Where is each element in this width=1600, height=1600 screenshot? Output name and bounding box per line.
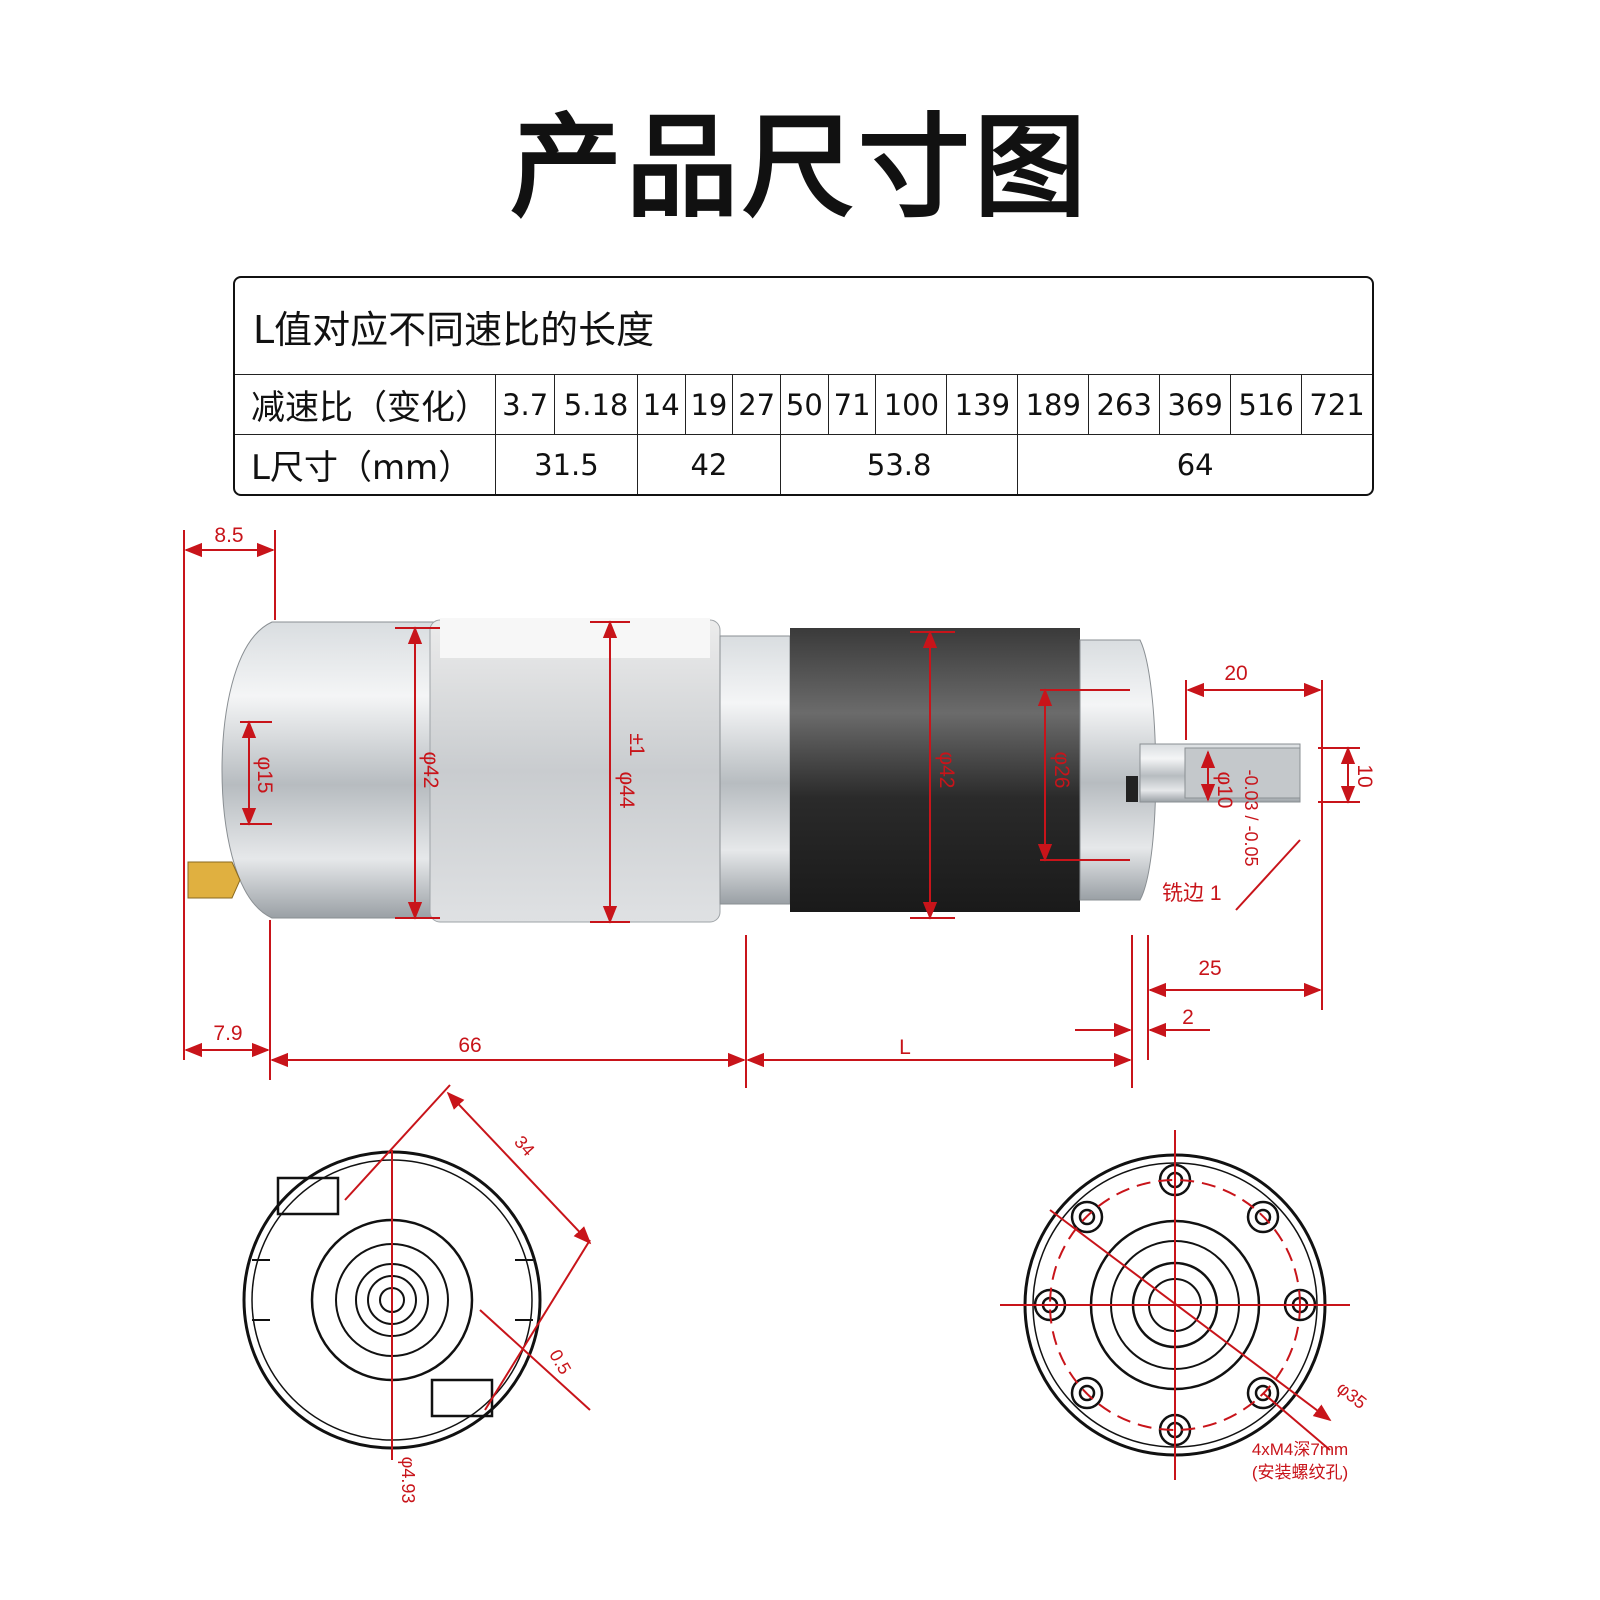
length-cell: 42 xyxy=(636,434,782,494)
dim-front-pcd: φ35 xyxy=(1333,1378,1370,1413)
front-view-labels: φ35 4xM4深7mm (安装螺纹孔) xyxy=(1252,1378,1371,1482)
motor-side-view xyxy=(187,618,1301,923)
ratio-cell: 263 xyxy=(1088,373,1161,436)
rear-view-dims xyxy=(344,1084,592,1460)
dim-motor-dia: φ42 xyxy=(419,752,442,789)
page-title: 产品尺寸图 xyxy=(510,103,1090,233)
dim-20: 20 xyxy=(1224,662,1247,685)
dim-end-cap-dia: φ15 xyxy=(253,757,276,794)
dim-bore: φ4.93 xyxy=(398,1457,418,1504)
ratio-cell: 516 xyxy=(1230,373,1303,436)
length-row-label: L尺寸（mm） xyxy=(235,434,496,494)
dim-l: L xyxy=(899,1036,911,1059)
ratio-cell: 19 xyxy=(684,373,734,436)
dim-7-9: 7.9 xyxy=(213,1022,242,1045)
thread-note-sub: (安装螺纹孔) xyxy=(1252,1463,1348,1482)
dim-tol: ±1 xyxy=(625,733,648,756)
dim-25: 25 xyxy=(1198,957,1221,980)
dim-66: 66 xyxy=(458,1034,481,1057)
dim-8-5: 8.5 xyxy=(214,524,243,547)
table-heading: L值对应不同速比的长度 xyxy=(235,278,1372,375)
dim-boss-dia: φ26 xyxy=(1050,752,1073,789)
ratio-cell: 721 xyxy=(1301,373,1372,436)
dim-shaft-dia: φ10 xyxy=(1213,772,1236,809)
dim-shaft-tol-upper: -0.03 / -0.05 xyxy=(1241,769,1261,866)
dimension-labels: 8.5 7.9 66 L 25 20 2 铣边 1 φ42 ±1 φ44 φ42… xyxy=(213,524,1376,1059)
thread-note: 4xM4深7mm xyxy=(1252,1440,1348,1459)
ratio-cell: 5.18 xyxy=(554,373,638,436)
length-cell: 31.5 xyxy=(495,434,638,494)
dim-gear-dia: φ42 xyxy=(935,752,958,789)
dim-34: 34 xyxy=(510,1132,538,1160)
dim-flat-width: 10 xyxy=(1353,764,1376,787)
ratio-cell: 369 xyxy=(1159,373,1232,436)
dim-2: 2 xyxy=(1182,1006,1194,1029)
length-cell: 64 xyxy=(1017,434,1372,494)
dimension-lines xyxy=(183,530,1360,1088)
flat-note: 铣边 1 xyxy=(1162,882,1222,905)
ratio-cell: 50 xyxy=(780,373,829,436)
length-cell: 53.8 xyxy=(780,434,1019,494)
ratio-cell: 14 xyxy=(636,373,686,436)
front-view-dims xyxy=(1000,1130,1350,1480)
dim-band-dia: φ44 xyxy=(615,772,638,809)
ratio-cell: 3.7 xyxy=(494,373,556,436)
ratio-cell: 71 xyxy=(827,373,877,436)
ratio-cell: 100 xyxy=(875,373,948,436)
